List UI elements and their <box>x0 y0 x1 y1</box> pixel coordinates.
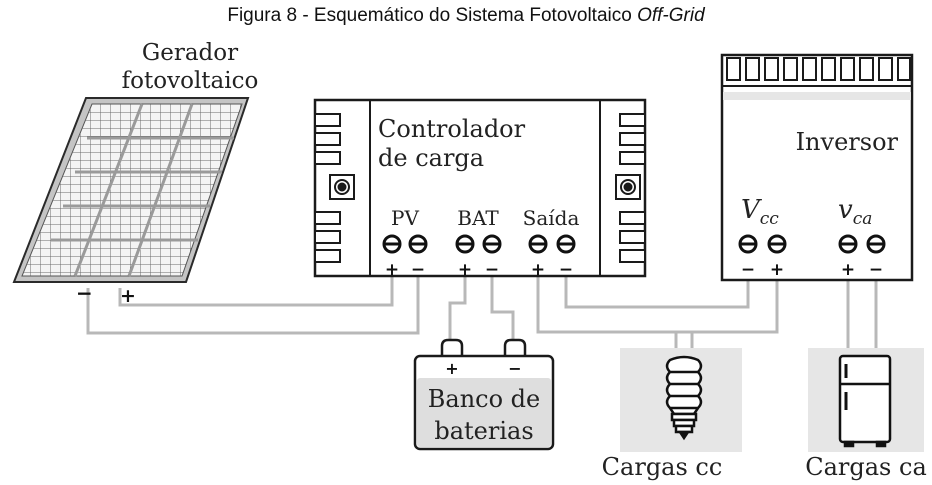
battery-plus-sign: + <box>445 359 458 378</box>
bat-plus-sign: + <box>458 260 472 280</box>
figure-caption: Figura 8 - Esquemático do Sistema Fotovo… <box>0 5 932 27</box>
solar-panel-icon <box>12 97 250 283</box>
terminal-icon <box>738 234 758 254</box>
controller-out-label: Saída <box>523 206 580 230</box>
vca-symbol: vca <box>838 195 872 229</box>
battery-label-1: Banco de <box>428 385 541 413</box>
inverter-label: Inversor <box>796 128 899 156</box>
pv-generator-label-2: fotovoltaico <box>122 68 259 94</box>
out-minus-sign: − <box>559 260 573 280</box>
terminal-icon <box>767 234 787 254</box>
caption-emphasis: Off-Grid <box>637 5 705 26</box>
terminal-icon <box>482 234 502 254</box>
vca-minus-sign: − <box>869 260 883 280</box>
controller-label-1: Controlador <box>378 115 526 143</box>
pv-generator-minus: − <box>76 281 93 305</box>
charge-controller: Controlador de carga PV BAT Saída + − + … <box>313 98 647 280</box>
terminal-icon <box>382 234 402 254</box>
vcc-plus-sign: + <box>770 260 784 280</box>
wire-pv-negative <box>86 258 420 335</box>
pv-minus-sign: − <box>411 260 425 280</box>
refrigerator-icon <box>838 354 892 448</box>
battery-minus-sign: − <box>508 359 521 378</box>
controller-label-2: de carga <box>378 144 484 172</box>
pv-generator-plus: + <box>120 285 136 307</box>
pv-plus-sign: + <box>385 260 399 280</box>
inverter-heatsink-fins <box>722 57 912 87</box>
controller-left-heatsink <box>314 100 371 276</box>
pv-generator: Gerador fotovoltaico − + <box>12 40 259 307</box>
controller-pv-label: PV <box>391 206 419 230</box>
ac-load-label: Cargas ca <box>805 453 927 481</box>
pv-generator-label-1: Gerador <box>142 40 238 66</box>
terminal-icon <box>408 234 428 254</box>
lightbulb-icon <box>665 355 703 441</box>
inverter: Inversor Vcc vca − + + − <box>720 53 914 282</box>
inverter-terminals <box>738 234 886 254</box>
wire-output-negative <box>564 258 750 309</box>
battery-label-2: baterias <box>434 417 533 445</box>
wire-pv-positive <box>118 258 394 307</box>
terminal-icon <box>528 234 548 254</box>
dc-load-label: Cargas cc <box>602 453 723 481</box>
caption-text: Figura 8 - Esquemático do Sistema Fotovo… <box>227 5 638 26</box>
controller-right-heatsink <box>599 100 646 276</box>
out-plus-sign: + <box>531 260 545 280</box>
wire-battery-negative <box>490 258 515 342</box>
terminal-icon <box>866 234 886 254</box>
terminal-icon <box>455 234 475 254</box>
battery-bank: + − Banco de baterias <box>413 338 555 451</box>
dc-load: Cargas cc <box>602 348 742 481</box>
wire-output-positive <box>536 258 779 334</box>
controller-bat-label: BAT <box>457 206 499 230</box>
vcc-symbol: Vcc <box>741 195 779 229</box>
terminal-icon <box>556 234 576 254</box>
terminal-icon <box>838 234 858 254</box>
vca-plus-sign: + <box>841 260 855 280</box>
wire-battery-positive <box>448 258 467 342</box>
bat-minus-sign: − <box>485 260 499 280</box>
vcc-minus-sign: − <box>741 260 755 280</box>
ac-load: Cargas ca <box>805 348 927 481</box>
controller-terminals <box>382 234 576 254</box>
